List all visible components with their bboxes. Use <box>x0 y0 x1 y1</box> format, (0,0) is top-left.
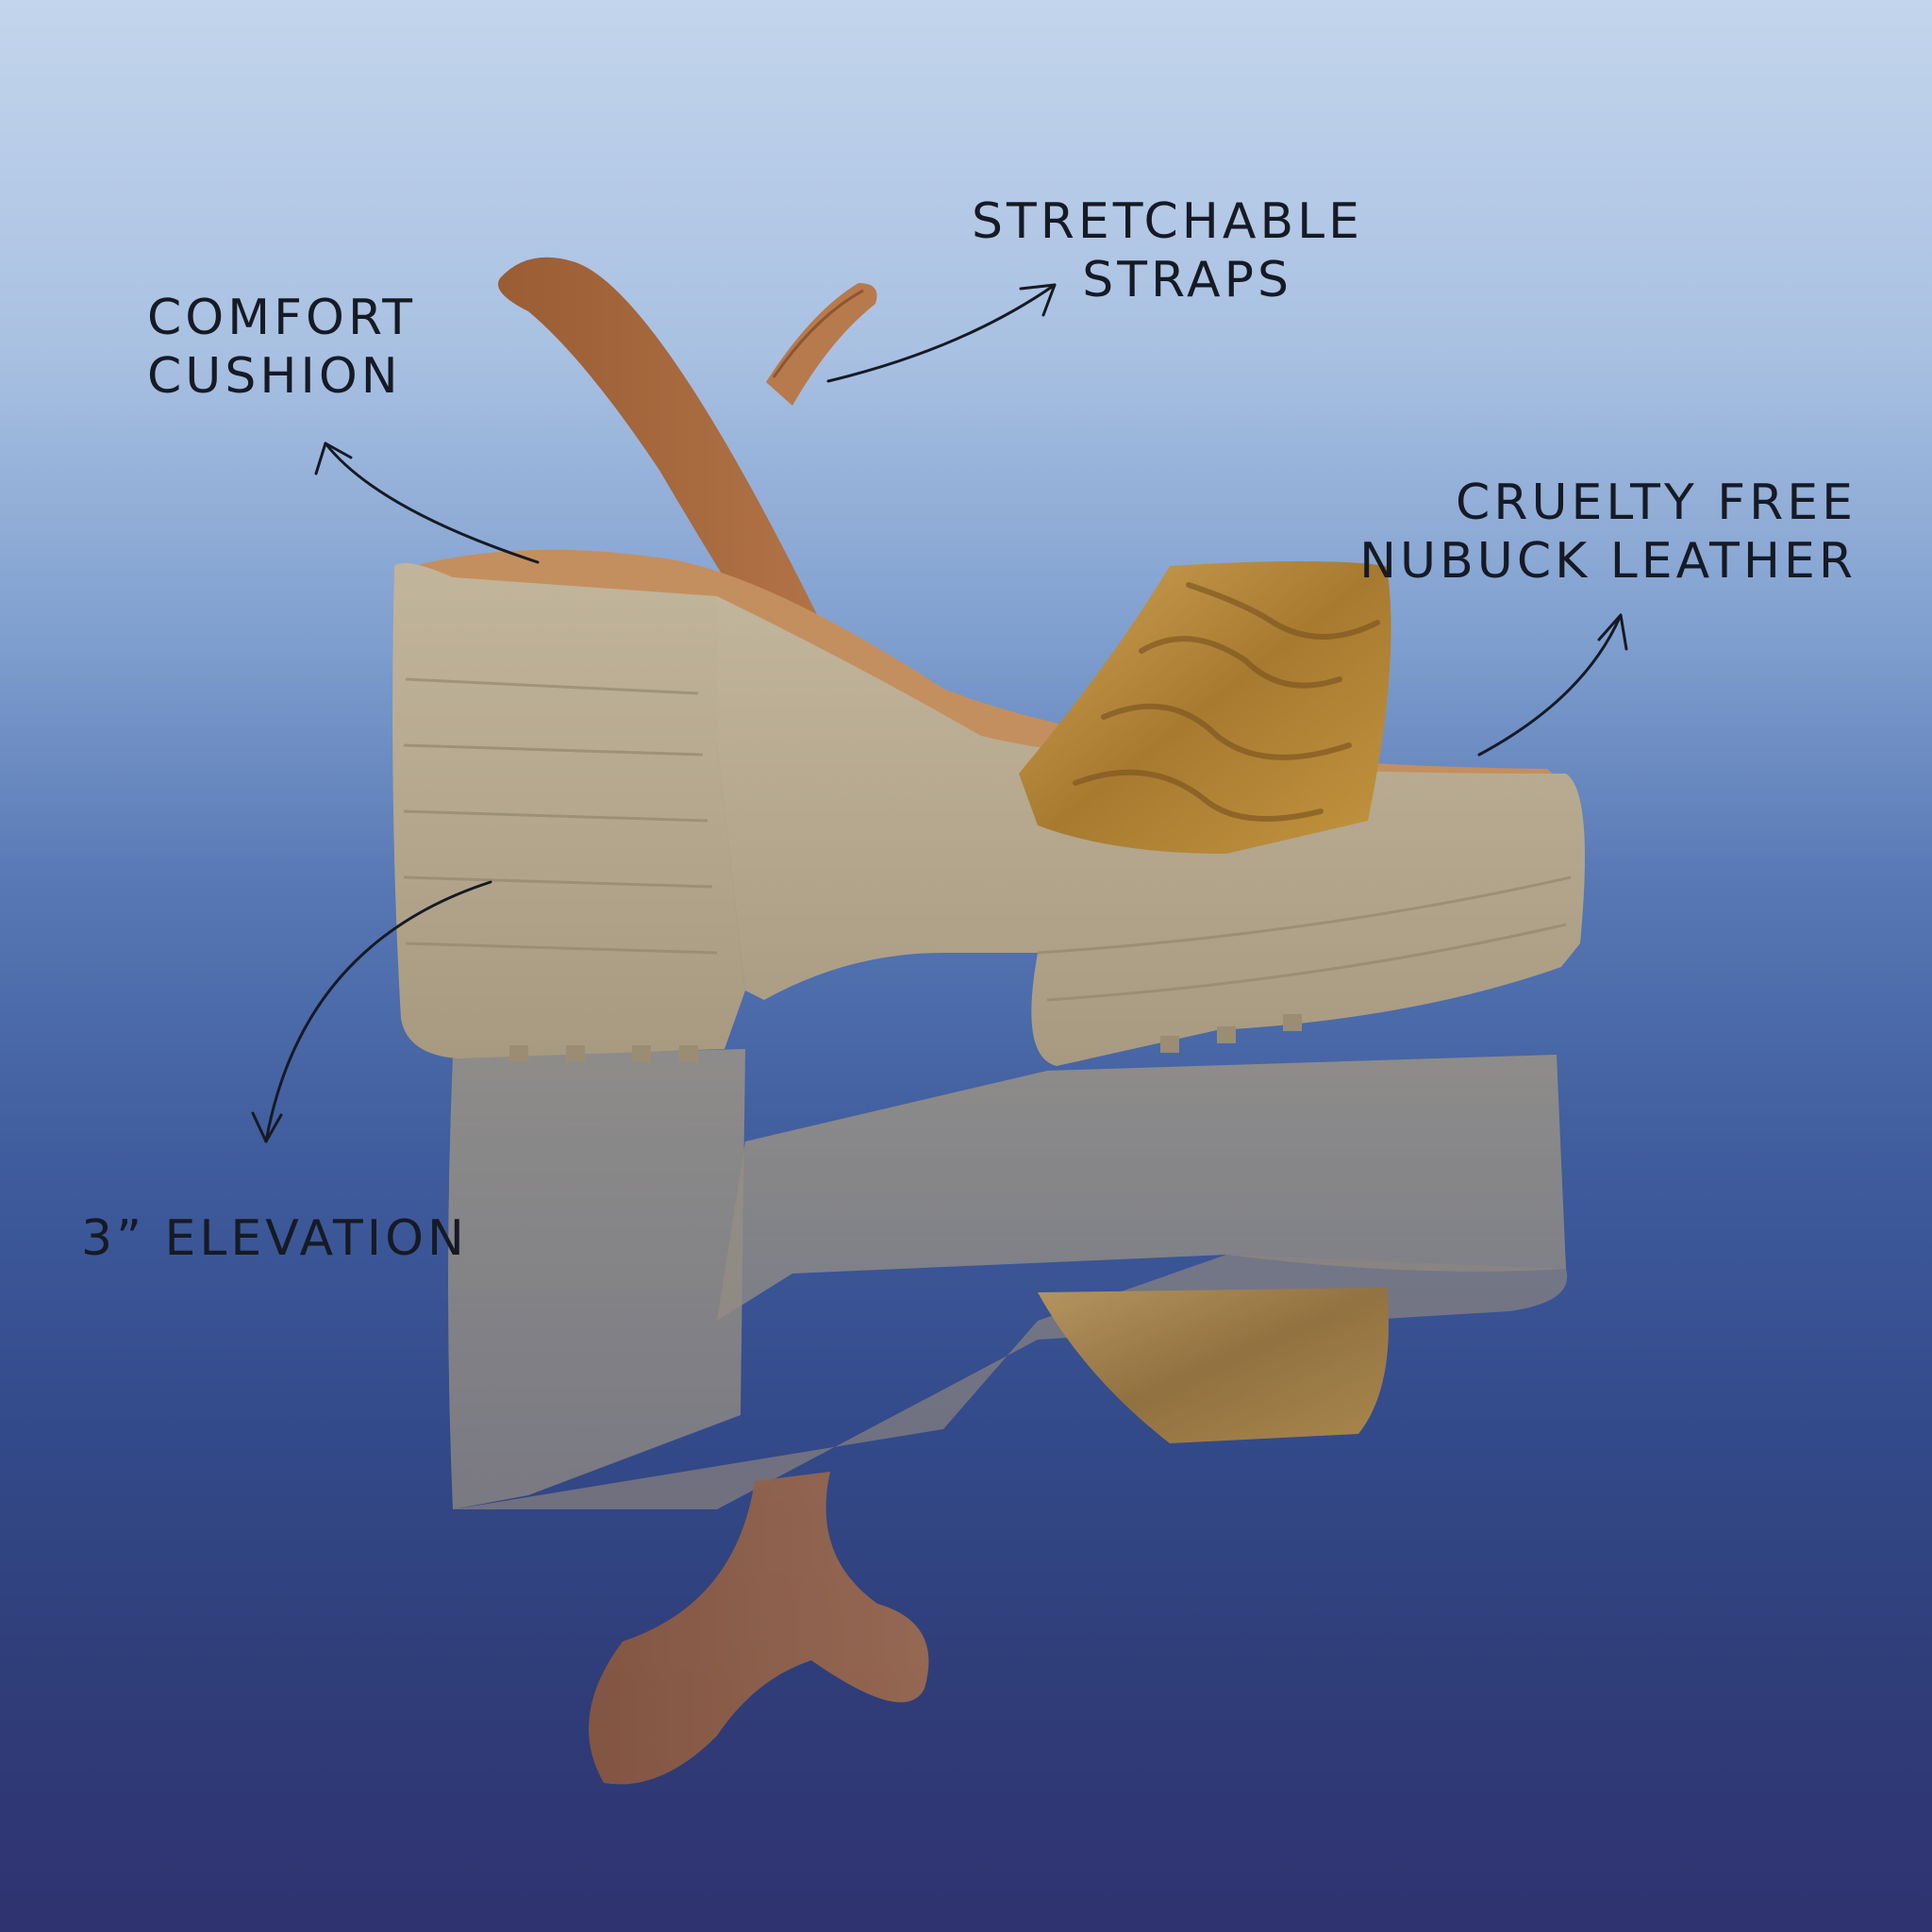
elevation-line1: 3” ELEVATION <box>81 1210 468 1267</box>
comfort-line2: CUSHION <box>147 348 402 405</box>
arrow-elevation <box>264 880 492 1143</box>
arrow-straps <box>826 283 1057 383</box>
stretchable-straps-label: STRETCHABLE STRAPS <box>972 192 1363 309</box>
elevation-label: 3” ELEVATION <box>81 1209 468 1268</box>
straps-line2: STRAPS <box>1082 252 1292 308</box>
cruelty-free-label: CRUELTY FREE NUBUCK LEATHER <box>1359 474 1857 591</box>
comfort-line1: COMFORT <box>147 290 417 346</box>
leather-line1: CRUELTY FREE <box>1456 475 1857 531</box>
leather-line2: NUBUCK LEATHER <box>1359 533 1857 590</box>
sandal <box>392 257 1585 1066</box>
comfort-cushion-label: COMFORT CUSHION <box>147 289 416 406</box>
callout-arrows <box>251 283 1628 1143</box>
arrow-comfort <box>324 441 540 564</box>
arrow-leather <box>1477 613 1623 757</box>
sandal-reflection <box>448 1049 1568 1785</box>
straps-line1: STRETCHABLE <box>972 193 1363 250</box>
